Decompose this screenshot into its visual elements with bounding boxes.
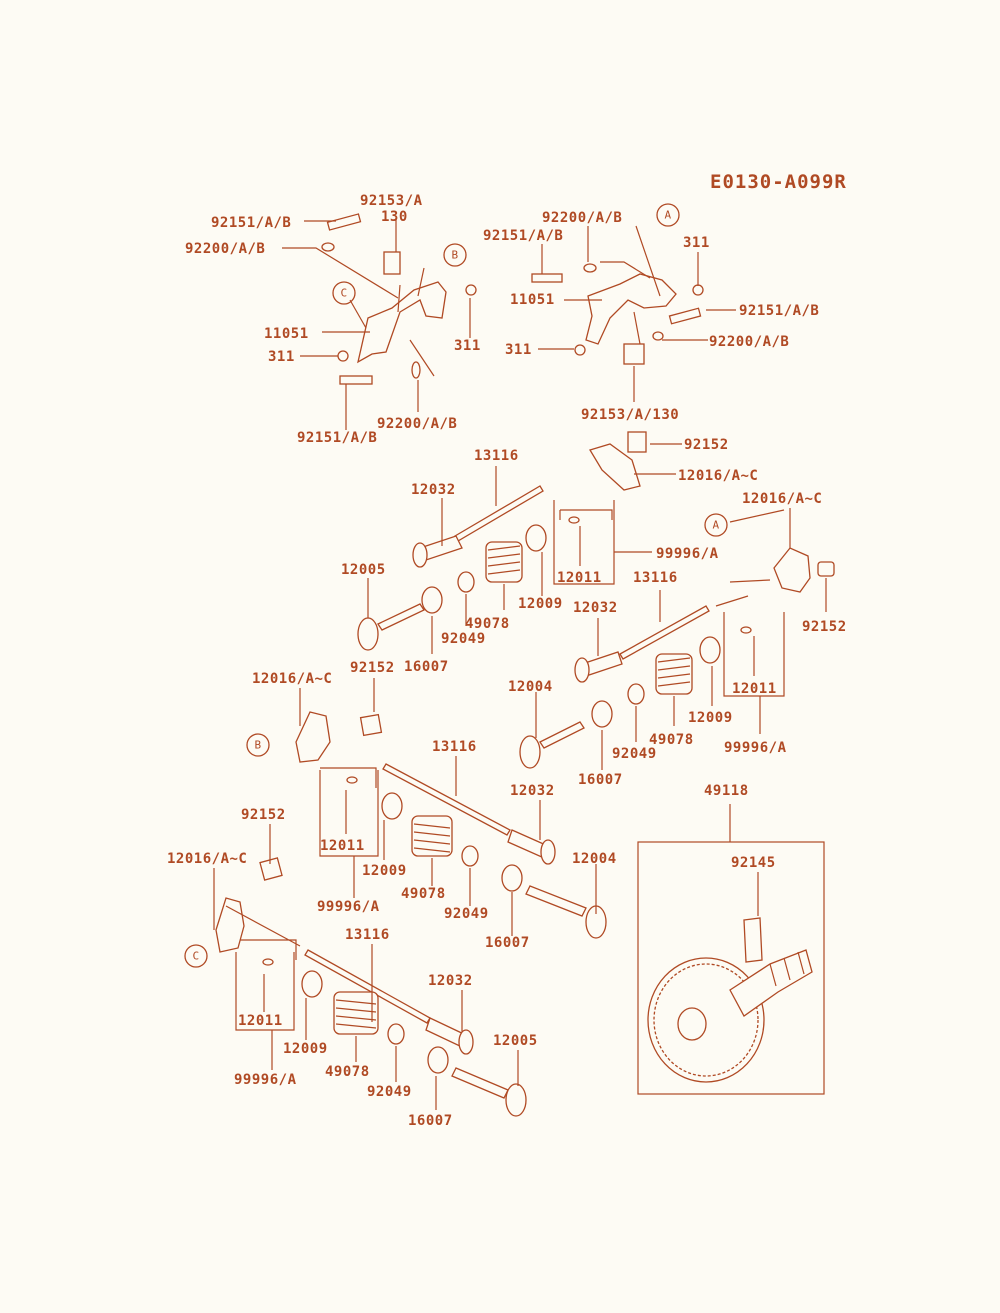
part-label: 92151/A/B [739,303,819,319]
push-rod [382,763,511,836]
ref-c-marker [332,281,356,305]
part-label: 13116 [633,570,678,586]
rocker-arm [773,547,811,593]
part-label: 92049 [444,906,489,922]
part-label: 311 [268,349,295,365]
ref-a-letter-top: A [664,209,671,222]
valve-spring [485,541,523,583]
ref-b-marker-mid [246,733,270,757]
part-label: 12032 [573,600,618,616]
part-label: 12009 [688,710,733,726]
part-label: 11051 [510,292,555,308]
part-label: 12011 [320,838,365,854]
part-label: 13116 [432,739,477,755]
part-label: 12004 [508,679,553,695]
part-label: 92152 [241,807,286,823]
part-label: 12005 [493,1033,538,1049]
ref-a-marker-top [656,203,680,227]
part-label: 12016/A~C [167,851,247,867]
ref-a-letter-mid: A [712,519,719,532]
camshaft-box [637,841,825,1095]
ref-c-letter-low: C [192,950,199,963]
part-label: 16007 [408,1113,453,1129]
part-label: 92049 [367,1084,412,1100]
part-label: 12016/A~C [678,468,758,484]
part-label: 92200/A/B [542,210,622,226]
part-label: 49078 [649,732,694,748]
governor-bracket-left: B C [282,213,477,430]
part-label: 12011 [238,1013,283,1029]
part-label: 92200/A/B [709,334,789,350]
part-label: 311 [683,235,710,251]
part-label: 16007 [404,659,449,675]
part-label: 16007 [485,935,530,951]
part-label: 92152 [802,619,847,635]
part-label: 92200/A/B [185,241,265,257]
ref-c-letter: C [340,287,347,300]
part-label: 12009 [518,596,563,612]
part-label: 311 [505,342,532,358]
part-label: 12005 [341,562,386,578]
push-rod [304,949,431,1024]
rocker-arm [295,711,331,763]
part-label: 92049 [441,631,486,647]
valve-train-group-4: C [184,824,527,1117]
part-label: 49118 [704,783,749,799]
ref-b-letter-mid: B [254,739,261,752]
part-label: 311 [454,338,481,354]
part-label: 49078 [325,1064,370,1080]
part-label: 12009 [283,1041,328,1057]
part-label: 12011 [557,570,602,586]
valve-spring [655,653,693,695]
part-label: 12016/A~C [742,491,822,507]
push-rod [619,605,710,660]
valve-train-group-1 [357,431,682,654]
part-label: 92152 [350,660,395,676]
rocker-arm [589,443,641,491]
part-label: 16007 [578,772,623,788]
diagram-code: E0130-A099R [710,171,847,193]
valve-train-group-2: A [519,508,835,770]
part-label: 92151/A/B [483,228,563,244]
part-label: 49078 [401,886,446,902]
governor-bracket-right: A [531,203,736,402]
part-label: 12032 [510,783,555,799]
part-label: 92153/A [360,193,423,209]
part-label: 12011 [732,681,777,697]
valve-spring [411,815,453,857]
part-label: 92152 [684,437,729,453]
nut-130 [383,251,401,275]
part-label: 12016/A~C [252,671,332,687]
part-label: 99996/A [234,1072,297,1088]
part-label: 92151/A/B [211,215,291,231]
camshaft-assembly [637,804,825,1095]
ref-c-marker-low [184,944,208,968]
part-label: 12009 [362,863,407,879]
part-label: 92145 [731,855,776,871]
part-label: 12032 [411,482,456,498]
part-label: 92200/A/B [377,416,457,432]
part-label: 99996/A [724,740,787,756]
part-label: 99996/A [656,546,719,562]
part-label: 11051 [264,326,309,342]
part-label: 92153/A/130 [581,407,679,423]
part-label: 49078 [465,616,510,632]
part-label: 13116 [474,448,519,464]
pivot-92152 [627,431,647,453]
part-labels: 92153/A 130 92151/A/B 92200/A/B 11051 31… [167,193,847,1129]
part-label: 99996/A [317,899,380,915]
ref-b-letter: B [451,249,458,262]
part-label: 130 [381,209,408,225]
part-label: 92151/A/B [297,430,377,446]
part-label: 12032 [428,973,473,989]
valve-train-group-3: B [246,678,607,939]
part-label: 13116 [345,927,390,943]
ref-b-marker [443,243,467,267]
ref-a-marker-mid [704,513,728,537]
part-label: 92049 [612,746,657,762]
rocker-arm [215,897,245,953]
part-label: 12004 [572,851,617,867]
